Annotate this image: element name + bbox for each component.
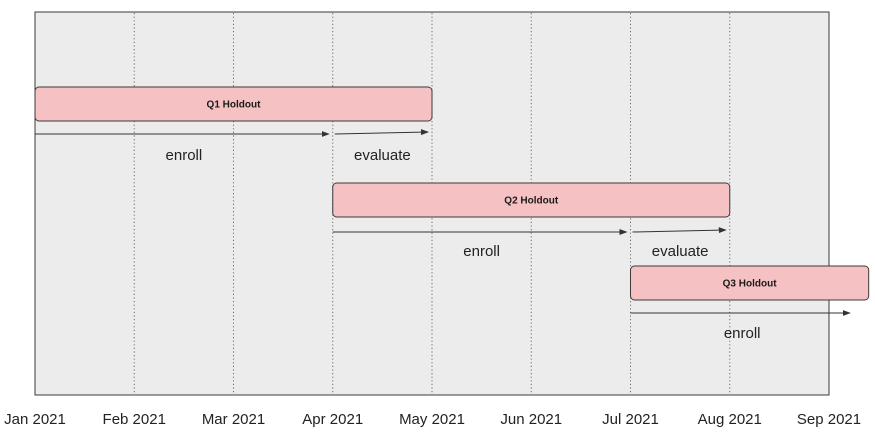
x-tick-label: Sep 2021 (797, 411, 861, 428)
holdout-bar-label: Q1 Holdout (207, 100, 262, 111)
month-gridlines (133, 13, 731, 394)
phase-label: enroll (724, 325, 761, 342)
holdout-bar-label: Q2 Holdout (504, 196, 559, 207)
x-tick-label: Mar 2021 (202, 411, 265, 428)
holdout-bar (34, 86, 433, 122)
holdout-row: Q3 Holdout enroll (630, 265, 870, 342)
holdout-row: Q2 Holdout enroll evaluate (332, 182, 731, 260)
phase-label: enroll (463, 243, 500, 260)
x-tick-label: Apr 2021 (302, 411, 363, 428)
phase-arrow (632, 227, 727, 234)
holdout-row: Q1 Holdout enroll evaluate (34, 86, 433, 164)
phase-label: evaluate (652, 243, 709, 260)
phase-arrow (334, 129, 429, 136)
holdout-bar (630, 265, 870, 301)
holdout-bar-label: Q3 Holdout (723, 279, 778, 290)
holdout-rows: Q1 Holdout enroll evaluate Q2 Holdout enroll… (34, 86, 870, 342)
phase-label: evaluate (354, 147, 411, 164)
x-axis-tick-labels: Jan 2021 Feb 2021 Mar 2021 Apr 2021 May 2021… (4, 411, 861, 428)
x-tick-label: Jun 2021 (500, 411, 562, 428)
holdout-bar (332, 182, 731, 218)
x-tick-label: May 2021 (399, 411, 465, 428)
phase-label: enroll (166, 147, 203, 164)
x-tick-label: Aug 2021 (698, 411, 762, 428)
x-tick-label: Jul 2021 (602, 411, 659, 428)
x-tick-label: Feb 2021 (103, 411, 166, 428)
x-tick-label: Jan 2021 (4, 411, 66, 428)
